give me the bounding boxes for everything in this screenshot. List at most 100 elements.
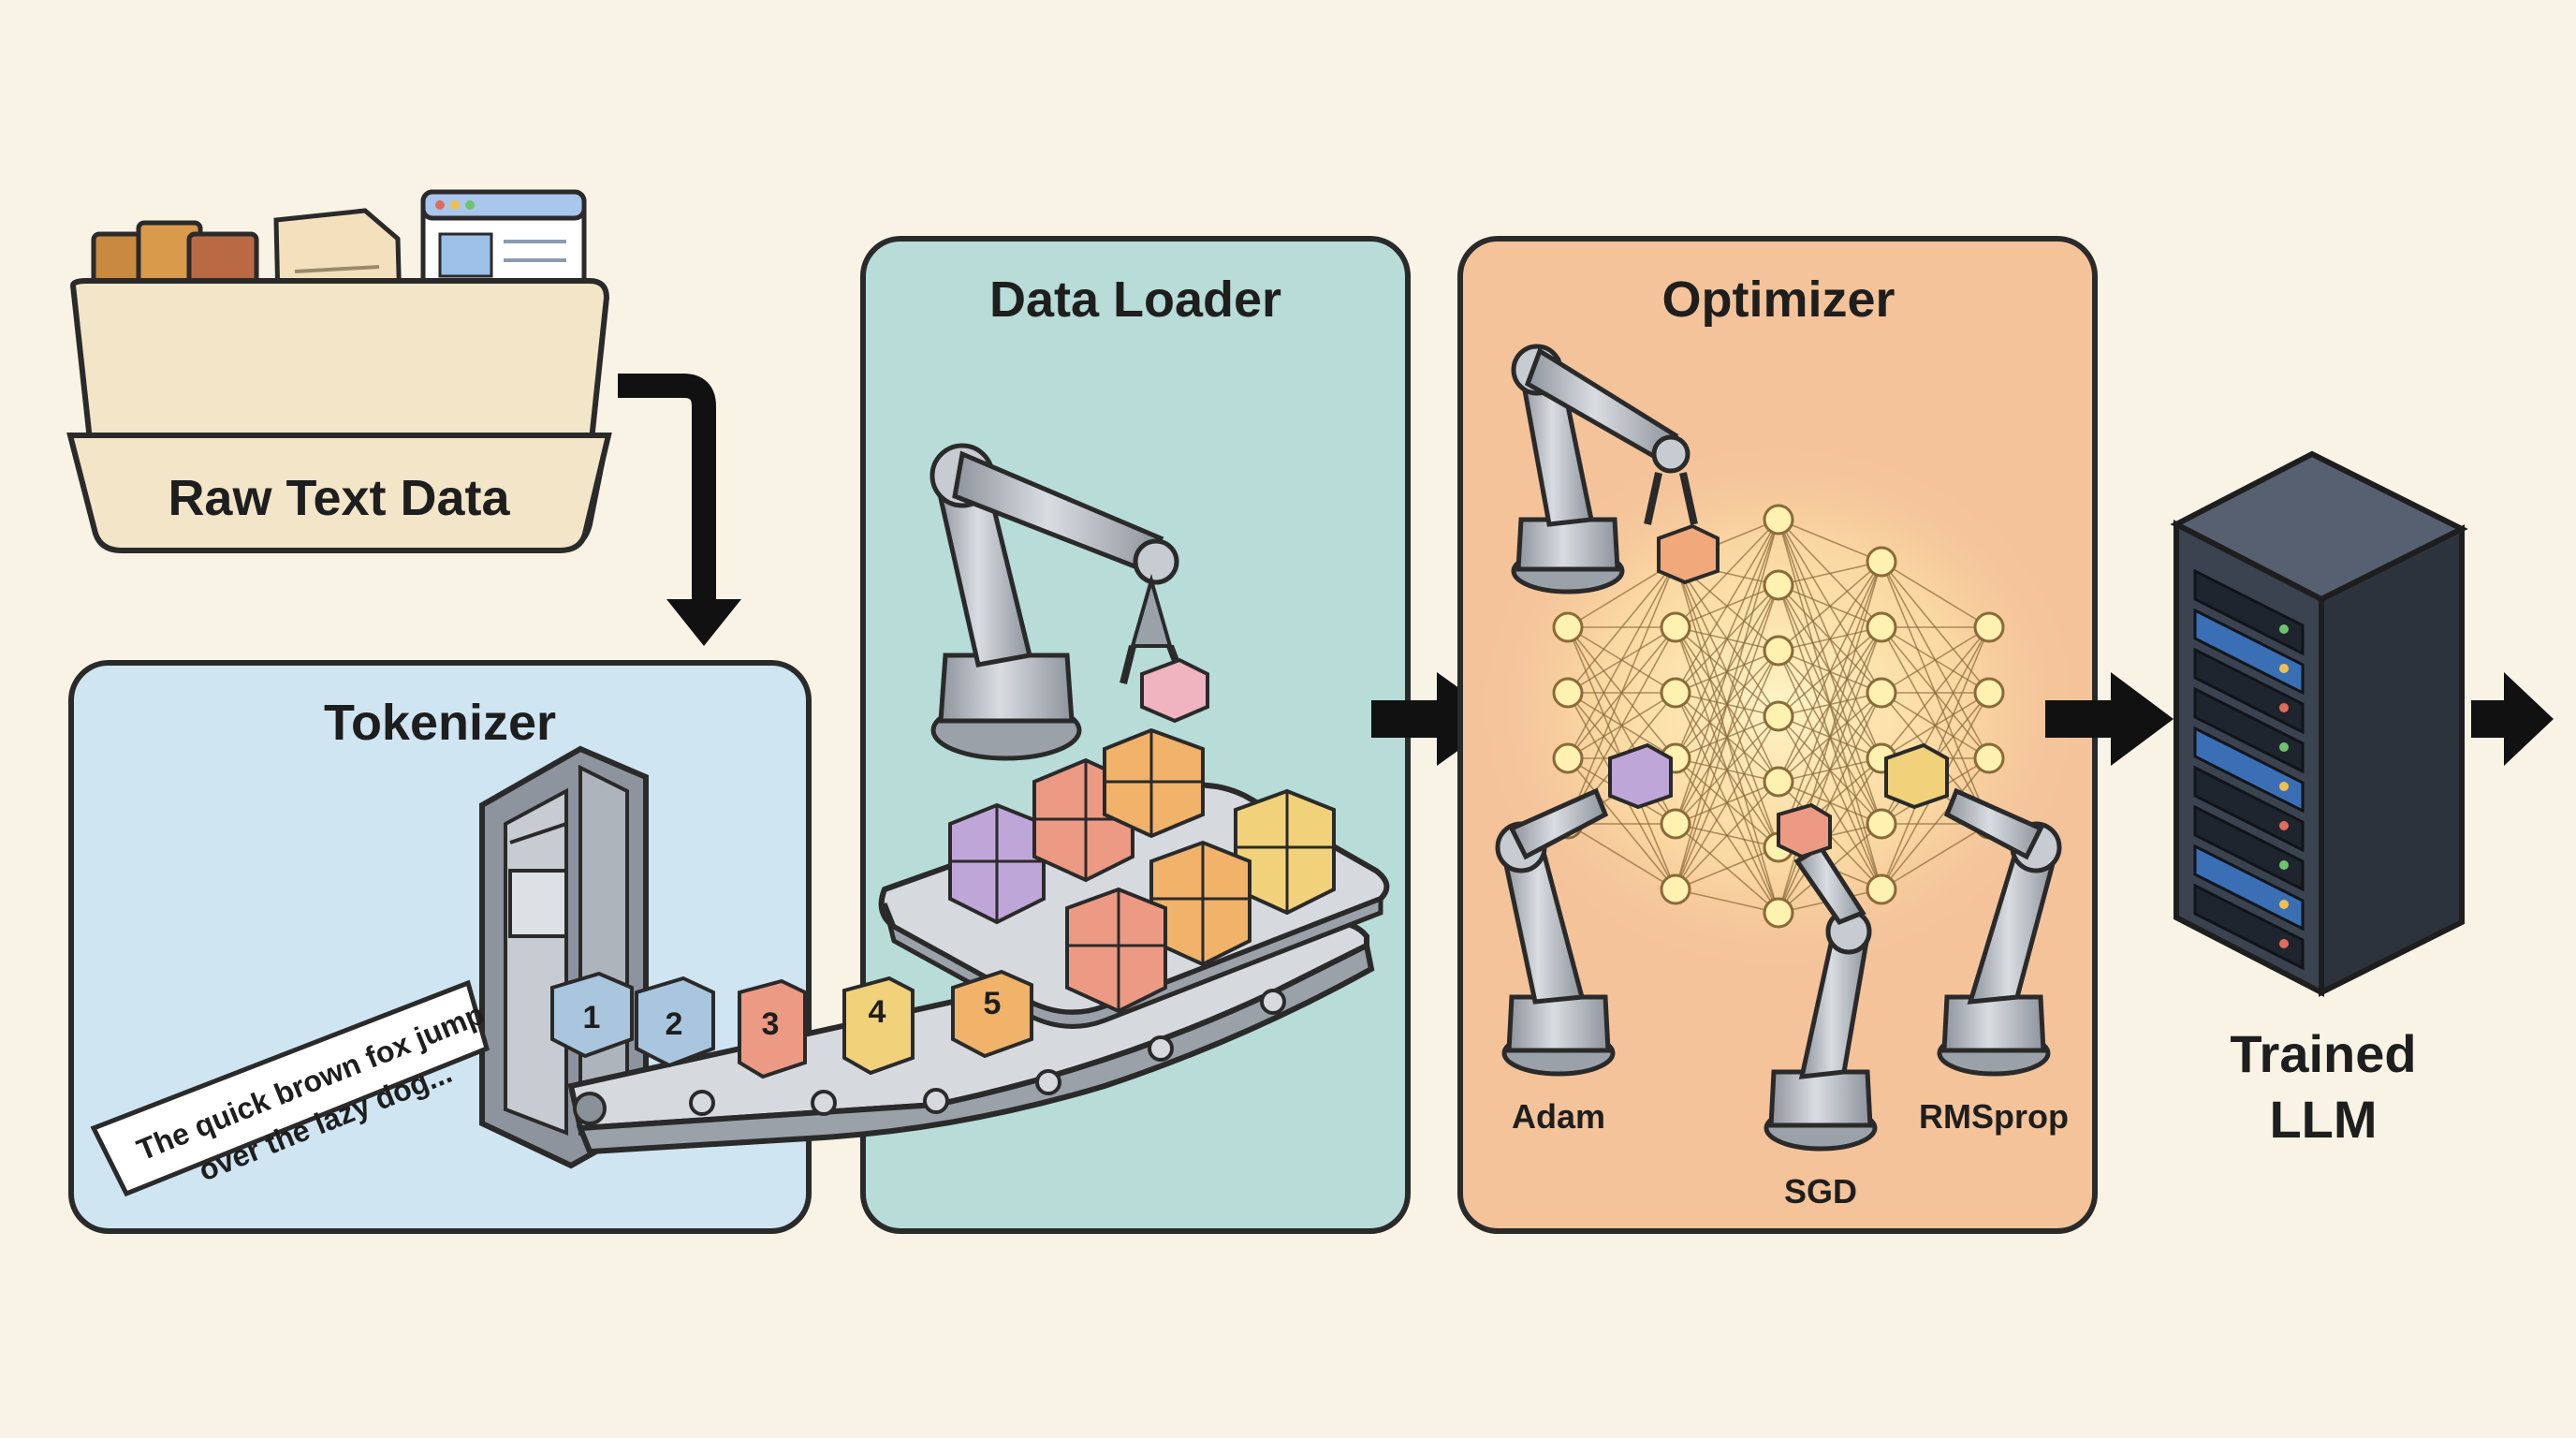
nn-edge — [1675, 846, 1779, 890]
nn-edge — [1778, 626, 1882, 914]
nn-edge — [1675, 584, 1779, 890]
server-slot — [2193, 844, 2305, 932]
nn-node — [1973, 677, 2005, 709]
optimizer-label-sgd: SGD — [1784, 1172, 1857, 1211]
server-slot — [2193, 568, 2305, 656]
batch-stack-red-front — [1065, 887, 1167, 1014]
server-led — [2279, 703, 2289, 712]
server-slot — [2193, 804, 2305, 892]
nn-node — [1660, 677, 1691, 709]
nn-edge — [1675, 650, 1779, 890]
server-led — [2279, 939, 2289, 948]
nn-node — [1763, 569, 1794, 601]
nn-edge — [1675, 781, 1779, 890]
nn-node — [1973, 611, 2005, 643]
token-label-4: 4 — [869, 994, 886, 1030]
nn-node — [1552, 611, 1584, 643]
nn-edge — [1778, 561, 1882, 783]
nn-node — [1552, 677, 1584, 709]
token-label-3: 3 — [762, 1006, 780, 1042]
nn-edge — [1675, 519, 1779, 890]
nn-node — [1866, 873, 1897, 905]
token-cube-2: 2 — [635, 976, 715, 1068]
server-led — [2279, 821, 2289, 830]
batch-stack-orange-top — [1103, 727, 1205, 839]
token-cube-1: 1 — [550, 971, 634, 1059]
token-batch-stacks — [948, 727, 1336, 1014]
server-rack-icon — [2170, 450, 2468, 997]
nn-node — [1866, 808, 1897, 840]
nn-node — [1660, 611, 1691, 643]
token-label-5: 5 — [984, 986, 1002, 1021]
server-led — [2279, 860, 2289, 870]
server-led — [2279, 742, 2289, 752]
batch-stack-orange — [1149, 840, 1251, 967]
nn-edge — [1778, 561, 1882, 586]
arrow-raw-to-tokenizer — [618, 374, 716, 599]
adam-robot-arm-icon — [1495, 742, 1673, 1077]
nn-edge — [1778, 561, 1882, 652]
batch-stack-purple — [948, 802, 1046, 925]
data-loader-robot-arm-icon — [929, 443, 1209, 761]
nn-node — [1660, 873, 1691, 905]
token-label-1: 1 — [583, 1000, 601, 1035]
nn-node — [1763, 700, 1794, 732]
nn-node — [1866, 546, 1897, 578]
server-led — [2279, 900, 2289, 909]
nn-node — [1763, 504, 1794, 536]
raw-text-data-group: Raw Text Data — [66, 189, 612, 553]
token-label-2: 2 — [666, 1006, 683, 1042]
token-cubes: 1 2 3 4 5 — [550, 969, 1033, 1079]
nn-node — [1763, 766, 1794, 798]
nn-edge — [1778, 519, 1882, 563]
nn-edge — [1881, 626, 1990, 759]
nn-edge — [1778, 561, 1882, 848]
nn-node — [1866, 611, 1897, 643]
token-cube-3: 3 — [738, 978, 807, 1079]
server-led — [2279, 782, 2289, 791]
server-slots — [2193, 568, 2305, 971]
nn-node — [1763, 635, 1794, 667]
nn-edge — [1675, 519, 1779, 759]
optimizer-top-robot-arm-icon — [1511, 344, 1720, 594]
nn-edge — [1675, 519, 1779, 825]
nn-edge — [1881, 823, 1990, 890]
nn-edge — [1567, 561, 1676, 694]
nn-edge — [1675, 519, 1779, 694]
rmsprop-robot-arm-icon — [1884, 742, 2062, 1077]
arrow-head-down — [666, 599, 741, 646]
nn-edge — [1567, 561, 1676, 759]
server-slot — [2193, 883, 2305, 971]
server-slot — [2193, 726, 2305, 814]
tokenizer-title: Tokenizer — [324, 695, 556, 751]
token-cube-4: 4 — [842, 976, 915, 1076]
nn-node — [1866, 677, 1897, 709]
nn-edge — [1675, 715, 1779, 890]
optimizer-label-rmsprop: RMSprop — [1919, 1097, 2069, 1136]
sgd-robot-arm-icon — [1764, 802, 1878, 1152]
arrow-output — [2471, 672, 2554, 766]
server-slot — [2193, 765, 2305, 853]
nn-edge — [1778, 692, 1882, 914]
optimizer-label-adam: Adam — [1512, 1097, 1605, 1136]
nn-edge — [1881, 757, 1990, 890]
nn-edge — [1881, 626, 1990, 694]
server-slot — [2193, 686, 2305, 774]
optimizer-title: Optimizer — [1661, 271, 1895, 328]
nn-edge — [1881, 561, 1990, 628]
data-loader-title: Data Loader — [989, 271, 1281, 328]
output-label-line-1: Trained — [2230, 1024, 2416, 1083]
nn-edge — [1567, 626, 1676, 825]
nn-node — [1973, 742, 2005, 774]
server-slot — [2193, 608, 2305, 696]
nn-node — [1763, 897, 1794, 929]
nn-edge — [1567, 823, 1676, 890]
server-led — [2279, 664, 2289, 673]
nn-node — [1552, 742, 1584, 774]
nn-edge — [1675, 519, 1779, 628]
nn-node — [1660, 808, 1691, 840]
raw-data-label: Raw Text Data — [168, 470, 510, 526]
nn-edge — [1675, 888, 1779, 914]
nn-edge — [1778, 561, 1882, 717]
